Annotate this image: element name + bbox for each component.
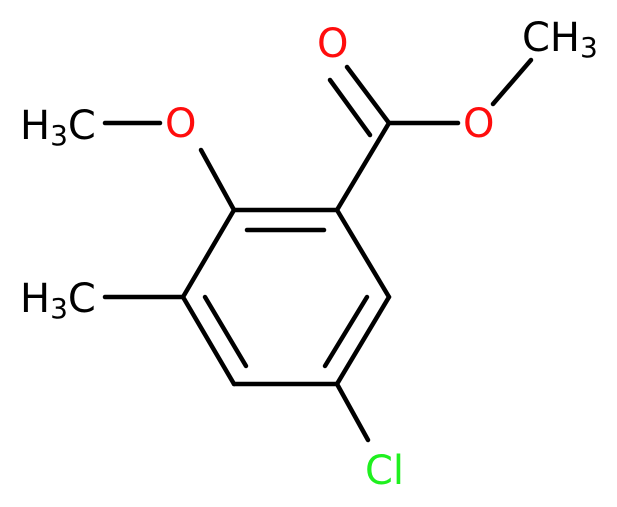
bonds bbox=[102, 57, 534, 443]
ring-methyl-tail: C bbox=[68, 276, 96, 322]
ring-inner-bond-right bbox=[322, 294, 370, 369]
bond-carbonyl-double-1 bbox=[344, 64, 392, 126]
ring-methyl-sub: 3 bbox=[50, 292, 68, 325]
ester-methyl-sub: 3 bbox=[580, 31, 598, 64]
ring-methyl-main: H bbox=[20, 276, 50, 322]
methoxy-methyl-tail: C bbox=[68, 103, 96, 149]
ring-bond-c6-c1 bbox=[180, 207, 237, 300]
ester-oxygen-label: O bbox=[463, 101, 494, 147]
bond-ester-o-to-methyl bbox=[490, 57, 534, 107]
carbonyl-oxygen-label: O bbox=[317, 21, 348, 67]
ester-methyl-label: CH3 bbox=[522, 15, 598, 64]
methoxy-methyl-main: H bbox=[20, 103, 50, 149]
bond-ring-to-carbonyl bbox=[334, 120, 392, 213]
ring-bond-c5-c6 bbox=[180, 294, 237, 387]
methoxy-methyl-label: H3C bbox=[20, 103, 96, 152]
methoxy-methyl-sub: 3 bbox=[50, 119, 68, 152]
atom-labels: O O CH3 O H3C H3C Cl bbox=[20, 15, 598, 494]
bond-ring-to-methoxy-o bbox=[198, 147, 237, 213]
ring-methyl-label: H3C bbox=[20, 276, 96, 325]
chlorine-label: Cl bbox=[365, 448, 404, 494]
ring-bond-c3-c4 bbox=[334, 294, 392, 387]
ester-methyl-main: CH bbox=[522, 15, 580, 61]
bond-ring-to-chlorine bbox=[334, 381, 371, 443]
bond-carbonyl-double-2 bbox=[327, 77, 373, 138]
methoxy-oxygen-label: O bbox=[165, 101, 196, 147]
ring-inner-bond-left bbox=[202, 294, 249, 369]
ring-bond-c2-c3 bbox=[334, 207, 392, 300]
